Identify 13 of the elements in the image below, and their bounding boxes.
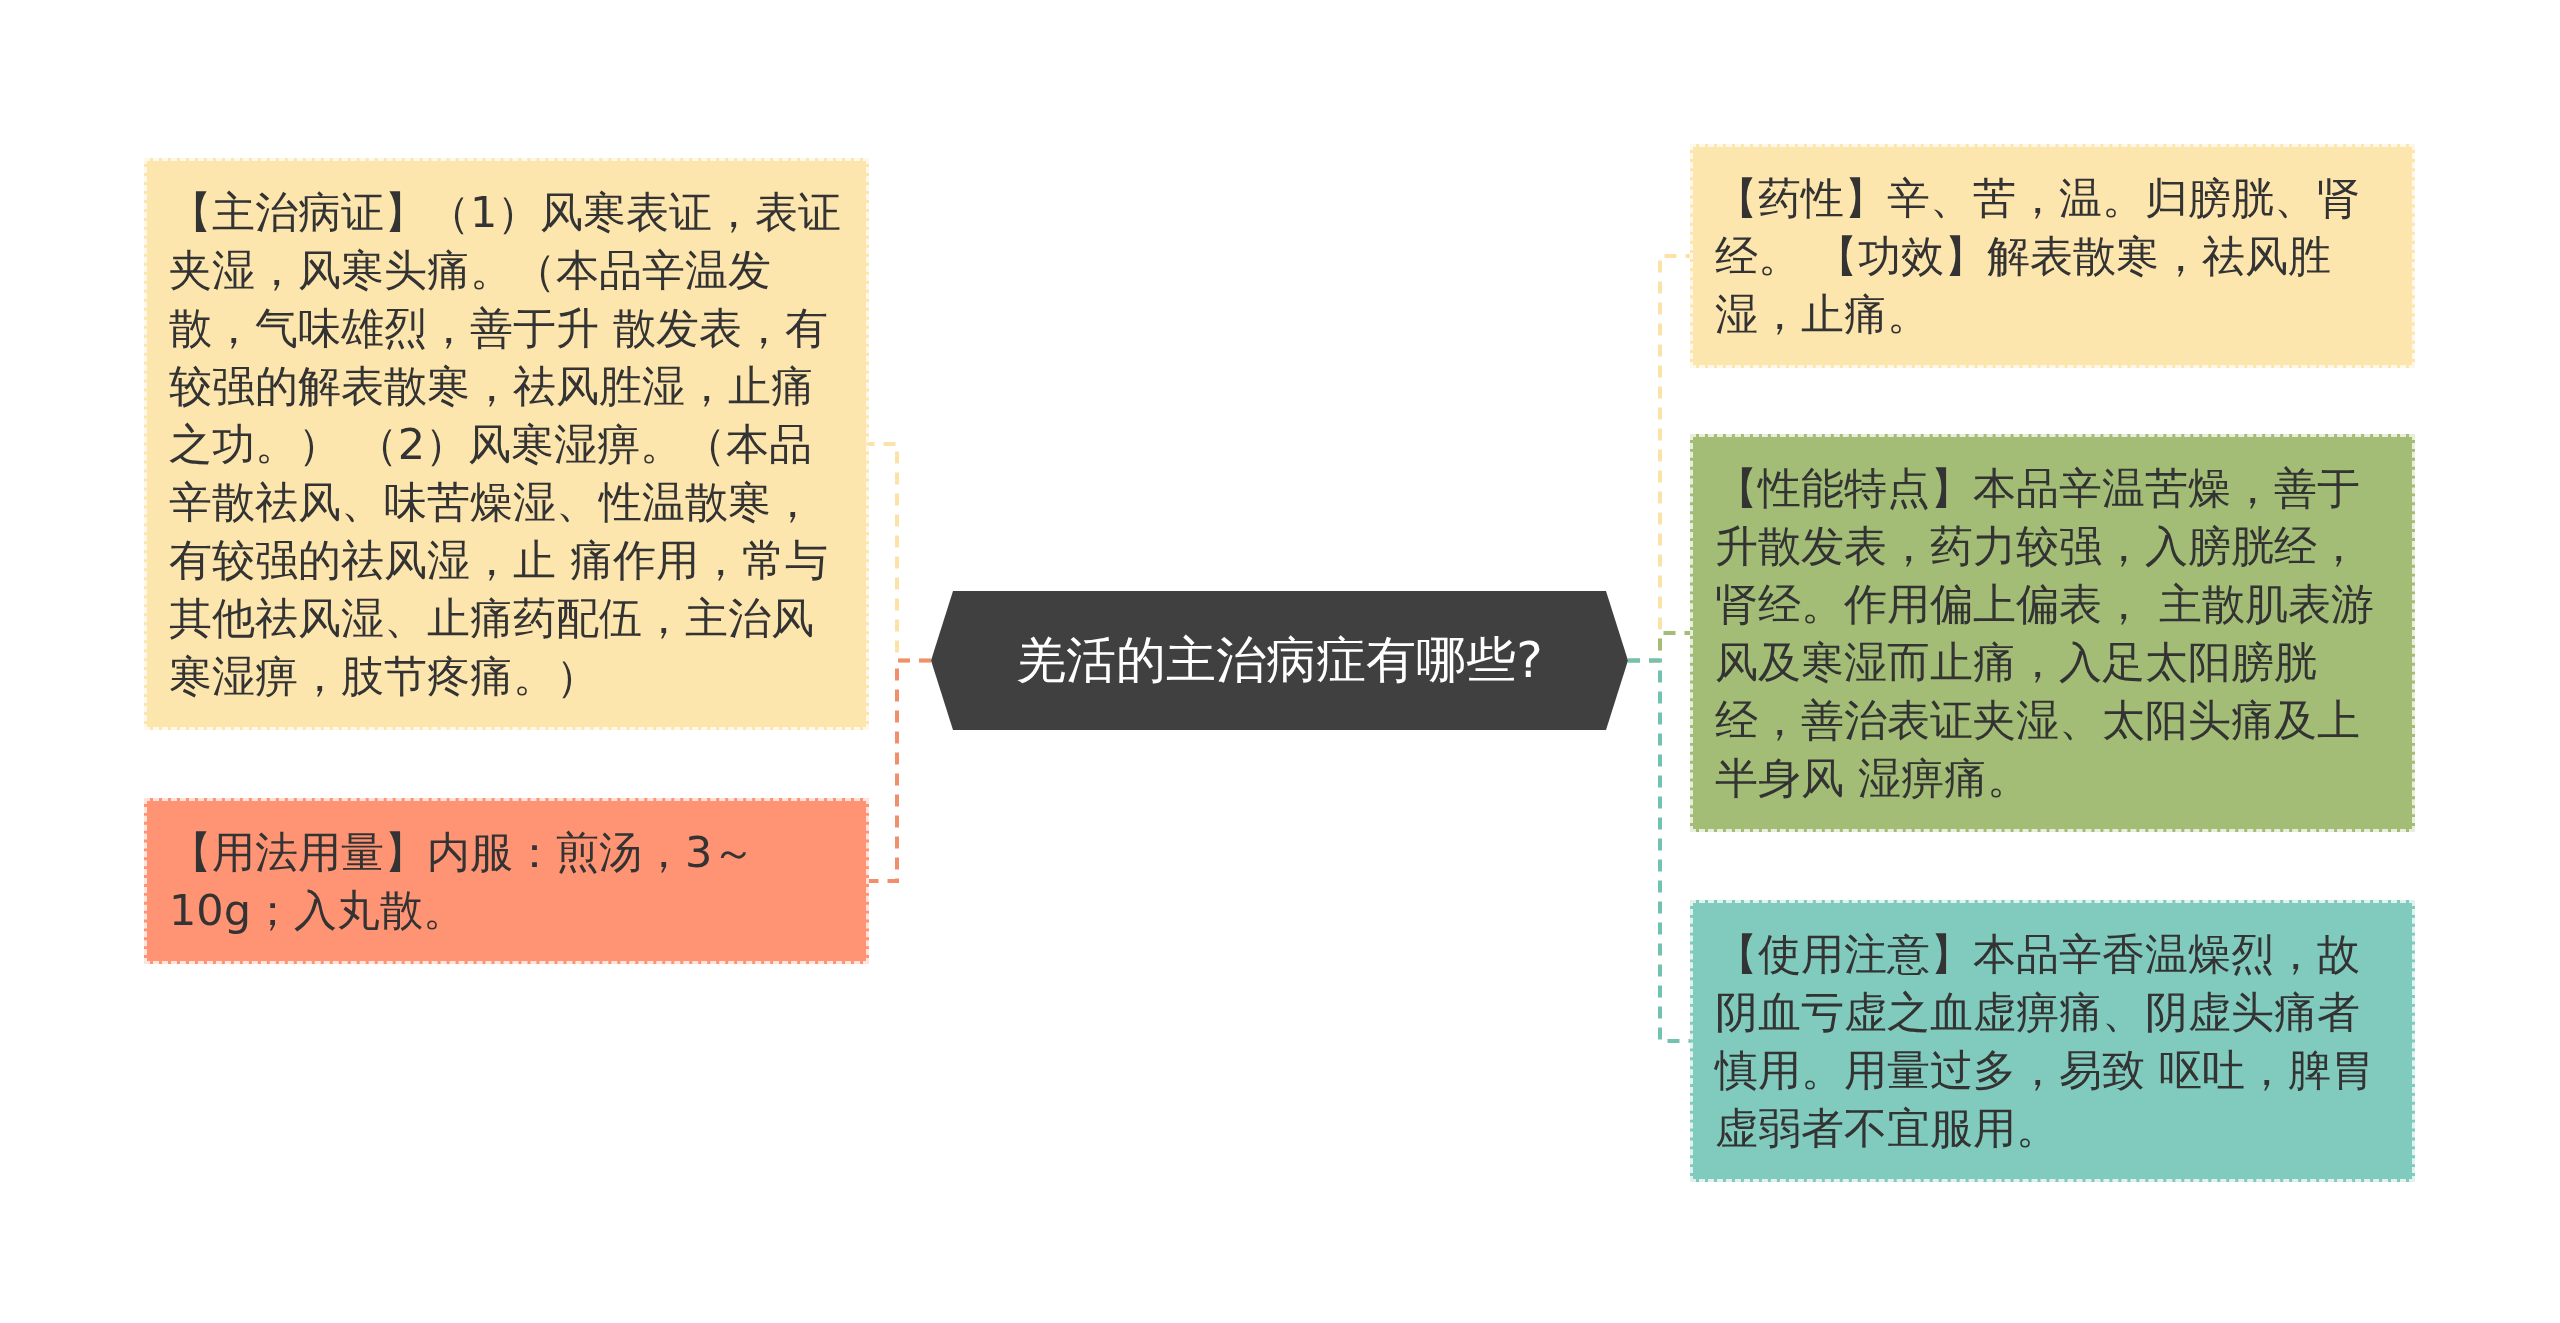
note-text: 【性能特点】本品辛温苦燥，善于升散发表，药力较强，入膀胱经，肾经。作用偏上偏表， 主散肌表游风及寒湿而止痛，入足太阳膀胱经，善治表证夹湿、太阳头痛及上半身风 湿痹痛。 — [1715, 462, 2375, 805]
note-box — [1690, 900, 2415, 1182]
note-text: 【主治病证】（1）风寒表证，表证夹湿，风寒头痛。（本品辛温发散，气味雄烈，善于升 散发表，有较强的解表散寒，祛风胜湿，止痛之功。） （2）风寒湿痹。（本品辛散祛风、味苦燥湿、性温散寒，有较强的祛风湿，止 痛作用，常与其他祛风湿、止痛药配伍，主治风寒湿痹，肢节疼痛。） — [169, 186, 843, 703]
topic-title: 羌活的主治病症有哪些? — [1016, 630, 1543, 691]
note-text: 【使用注意】本品辛香温燥烈，故阴血亏虚之血虚痹痛、阴虚头痛者慎用。用量过多，易致 呕吐，脾胃虚弱者不宜服用。 — [1715, 928, 2375, 1155]
note-box — [1690, 144, 2415, 368]
connector-line — [869, 658, 931, 883]
connector-line — [1628, 658, 1690, 1043]
note-text: 【用法用量】内服：煎汤，3～10g；入丸散。 — [169, 826, 757, 937]
note-box — [1690, 434, 2415, 832]
note-box — [144, 158, 869, 730]
note-box — [144, 798, 869, 964]
note-text: 【药性】辛、苦，温。归膀胱、肾经。 【功效】解表散寒，祛风胜湿，止痛。 — [1715, 172, 2361, 341]
